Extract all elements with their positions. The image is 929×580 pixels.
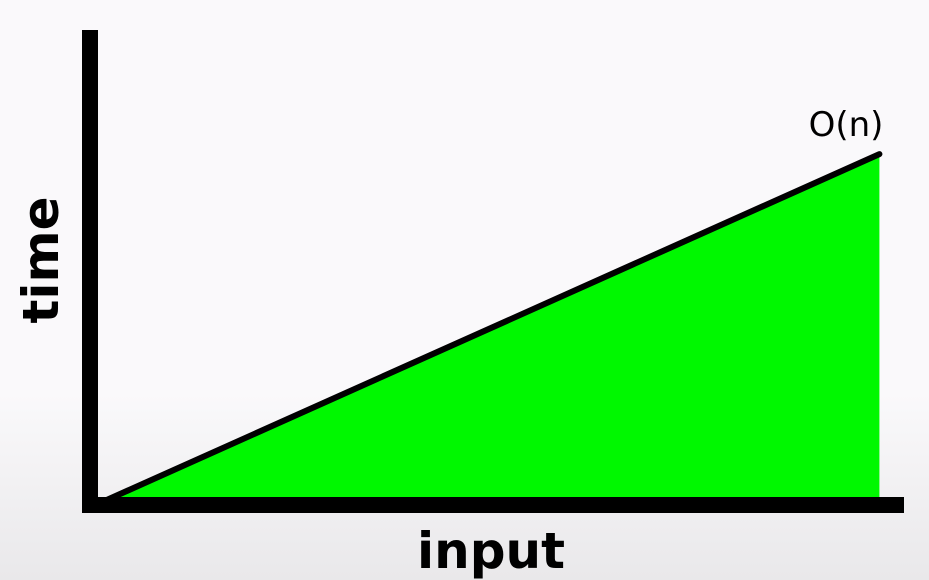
y-axis-title: time <box>12 196 70 323</box>
x-axis-title: input <box>417 522 565 580</box>
series-line <box>97 151 883 506</box>
series-label: O(n) <box>809 105 884 145</box>
